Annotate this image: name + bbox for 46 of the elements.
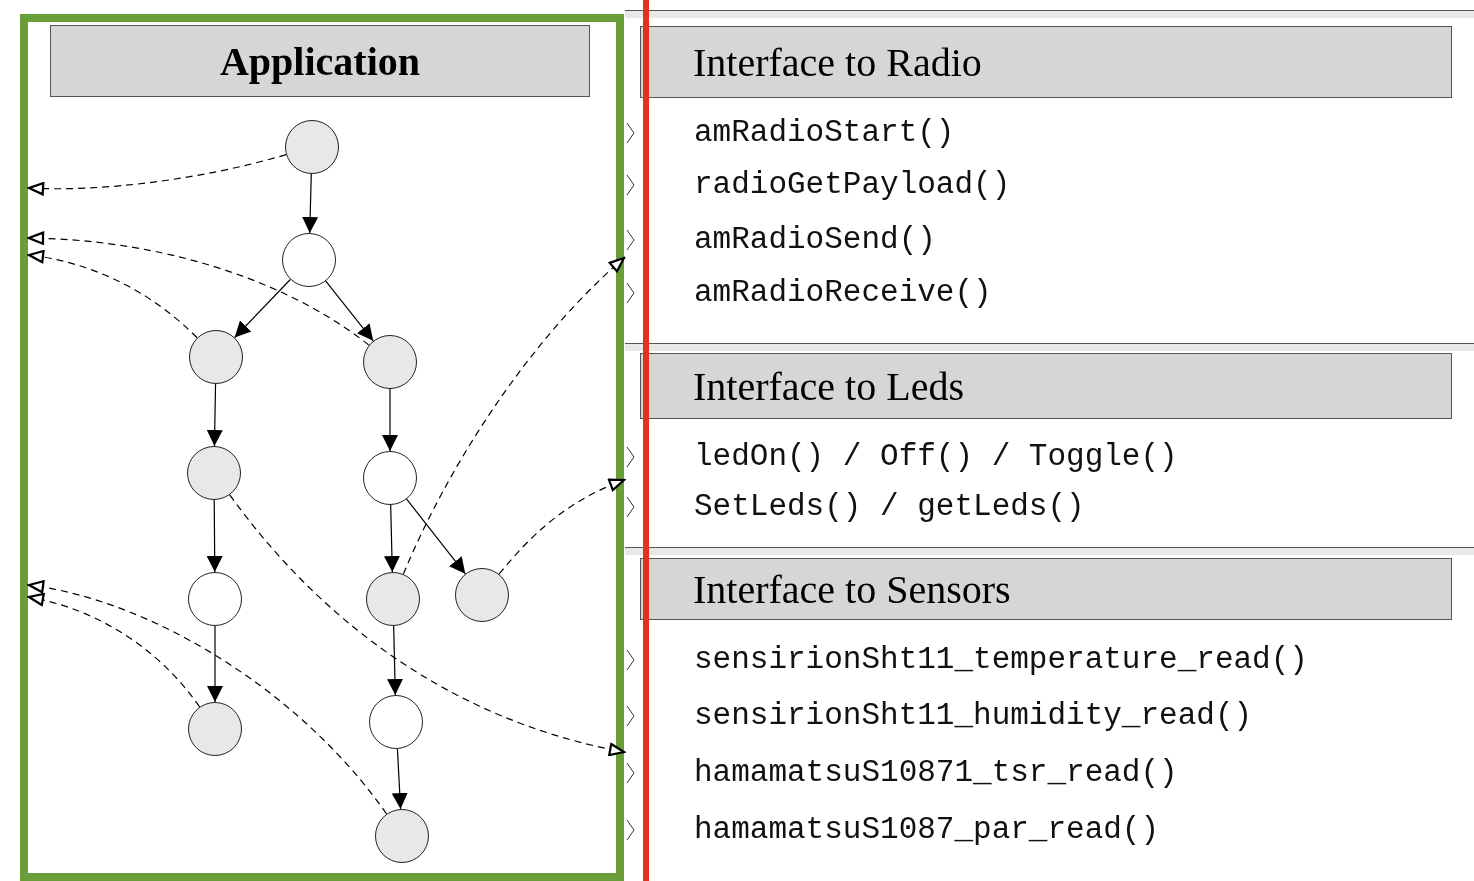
arrow	[386, 625, 403, 696]
state-circle	[285, 120, 339, 174]
function-name: sensirionSht11_temperature_read()	[694, 642, 1308, 677]
arrow	[382, 388, 398, 452]
dashed-arrow	[498, 478, 626, 575]
state-circle	[369, 695, 423, 749]
section-header: Interface to Leds	[640, 353, 1452, 419]
function-name: radioGetPayload()	[694, 167, 1011, 202]
arrow	[207, 625, 223, 703]
dashed-arrow	[229, 494, 626, 756]
dashed-arrow	[27, 250, 198, 339]
application-panel	[20, 14, 624, 881]
dashed-arrow	[27, 580, 388, 815]
function-name: hamamatsuS1087_par_read()	[694, 812, 1160, 847]
state-circle	[375, 809, 429, 863]
state-circle	[188, 572, 242, 626]
arrow	[325, 280, 374, 342]
arrow	[391, 748, 408, 810]
state-circle	[455, 568, 509, 622]
dashed-arrow	[27, 154, 287, 196]
section-header: Interface to Sensors	[640, 558, 1452, 620]
function-name: amRadioReceive()	[694, 275, 992, 310]
arrow	[383, 504, 400, 573]
section-header: Interface to Radio	[640, 26, 1452, 98]
arrow	[206, 499, 223, 573]
state-circle	[363, 451, 417, 505]
function-name: sensirionSht11_humidity_read()	[694, 698, 1253, 733]
function-name: SetLeds() / getLeds()	[694, 489, 1085, 524]
state-circle	[189, 330, 243, 384]
dashed-arrow	[27, 593, 201, 708]
dashed-arrow	[402, 256, 626, 575]
state-circle	[282, 233, 336, 287]
function-name: amRadioStart()	[694, 115, 955, 150]
function-name: amRadioSend()	[694, 222, 936, 257]
state-circle	[188, 702, 242, 756]
panel-title: Application	[50, 25, 590, 97]
dashed-arrow	[27, 231, 370, 346]
function-name: hamamatsuS10871_tsr_read()	[694, 755, 1178, 790]
arrow	[406, 498, 466, 575]
arrow	[234, 278, 291, 339]
function-name: ledOn() / Off() / Toggle()	[694, 439, 1178, 474]
state-circle	[187, 446, 241, 500]
state-circle	[366, 572, 420, 626]
arrow	[302, 173, 319, 234]
arrow	[206, 383, 223, 447]
state-circle	[363, 335, 417, 389]
